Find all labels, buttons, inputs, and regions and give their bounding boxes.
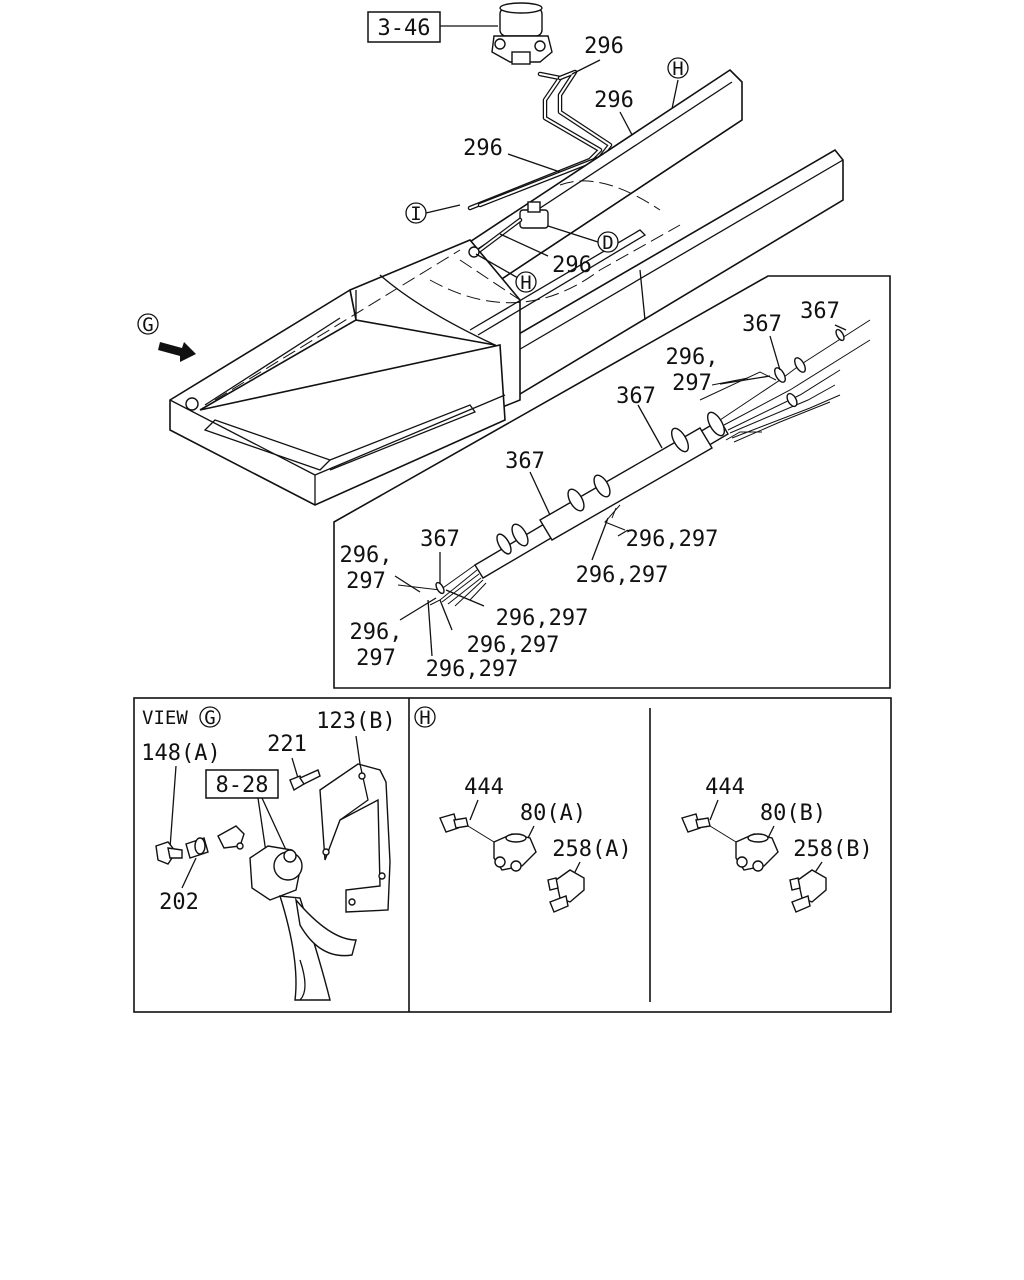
leader-h-mid — [475, 253, 519, 279]
horn-mount-point — [185, 397, 199, 411]
view-direction-arrow-icon — [158, 342, 196, 362]
inset-296-1: 296, — [666, 345, 719, 370]
callout-d — [597, 231, 619, 253]
view-g-title: VIEW — [142, 707, 188, 729]
tee-fitting-a — [439, 813, 585, 913]
label-296-a: 296 — [584, 34, 624, 59]
ref-box-8-28 — [205, 769, 279, 799]
callout-g-letter: G — [142, 314, 153, 336]
label-258a: 258(A) — [552, 837, 631, 862]
hidden-line-b — [429, 224, 681, 304]
label-80a: 80(A) — [520, 801, 586, 826]
inset-296297-b: 296,297 — [576, 563, 669, 588]
inset-367-c: 367 — [616, 384, 656, 409]
label-221: 221 — [267, 732, 307, 757]
valve-on-frame — [468, 201, 549, 258]
label-296-c: 296 — [463, 136, 503, 161]
ref-box-3-46 — [367, 11, 441, 43]
label-296-d: 296 — [552, 253, 592, 278]
leader-296-c — [507, 153, 561, 173]
inset-297-1: 297 — [672, 371, 712, 396]
inset-296-3: 296, — [350, 620, 403, 645]
view-g-circle — [199, 706, 221, 728]
inset-296297-c: 296,297 — [496, 606, 589, 631]
air-dryer-unit — [491, 2, 553, 65]
inset-296297-a: 296,297 — [626, 527, 719, 552]
callout-g — [137, 313, 159, 335]
view-h-circle — [414, 706, 436, 728]
label-444-right: 444 — [705, 775, 745, 800]
callout-h-mid-letter: H — [520, 272, 531, 294]
inset-297-3: 297 — [356, 646, 396, 671]
callout-i — [405, 202, 427, 224]
leader-296-d — [499, 233, 549, 257]
inset-367-a: 367 — [800, 299, 840, 324]
hidden-line-d — [459, 259, 521, 301]
ref-8-28-label: 8-28 — [216, 773, 269, 798]
horn-assembly — [155, 763, 391, 1001]
label-202: 202 — [159, 890, 199, 915]
inset-296297-d: 296,297 — [467, 633, 560, 658]
tee-fitting-b — [681, 813, 827, 913]
chassis-frame — [169, 68, 844, 506]
inset-297-2: 297 — [346, 569, 386, 594]
label-258b: 258(B) — [793, 837, 872, 862]
callout-h-mid — [515, 271, 537, 293]
label-444-left: 444 — [464, 775, 504, 800]
inset-367-d: 367 — [505, 449, 545, 474]
hidden-line-a — [214, 249, 461, 401]
leader-d — [547, 225, 599, 243]
inset-296-2: 296, — [340, 543, 393, 568]
callout-i-letter: I — [410, 203, 421, 225]
inset-296297-e: 296,297 — [426, 657, 519, 682]
view-g-circle-letter: G — [204, 707, 215, 729]
label-148a: 148(A) — [141, 741, 220, 766]
label-123b: 123(B) — [316, 709, 395, 734]
inset-367-e: 367 — [420, 527, 460, 552]
ref-3-46-label: 3-46 — [378, 16, 431, 41]
wiring-harness — [397, 319, 871, 607]
hidden-line-c — [559, 180, 661, 211]
callout-d-letter: D — [602, 232, 613, 254]
inset-367-b: 367 — [742, 312, 782, 337]
leader-i — [425, 204, 461, 214]
leader-296-a — [571, 59, 601, 75]
view-h-circle-letter: H — [419, 707, 430, 729]
callout-h-top — [667, 57, 689, 79]
callout-h-top-letter: H — [672, 58, 683, 80]
label-296-b: 296 — [594, 88, 634, 113]
label-80b: 80(B) — [760, 801, 826, 826]
